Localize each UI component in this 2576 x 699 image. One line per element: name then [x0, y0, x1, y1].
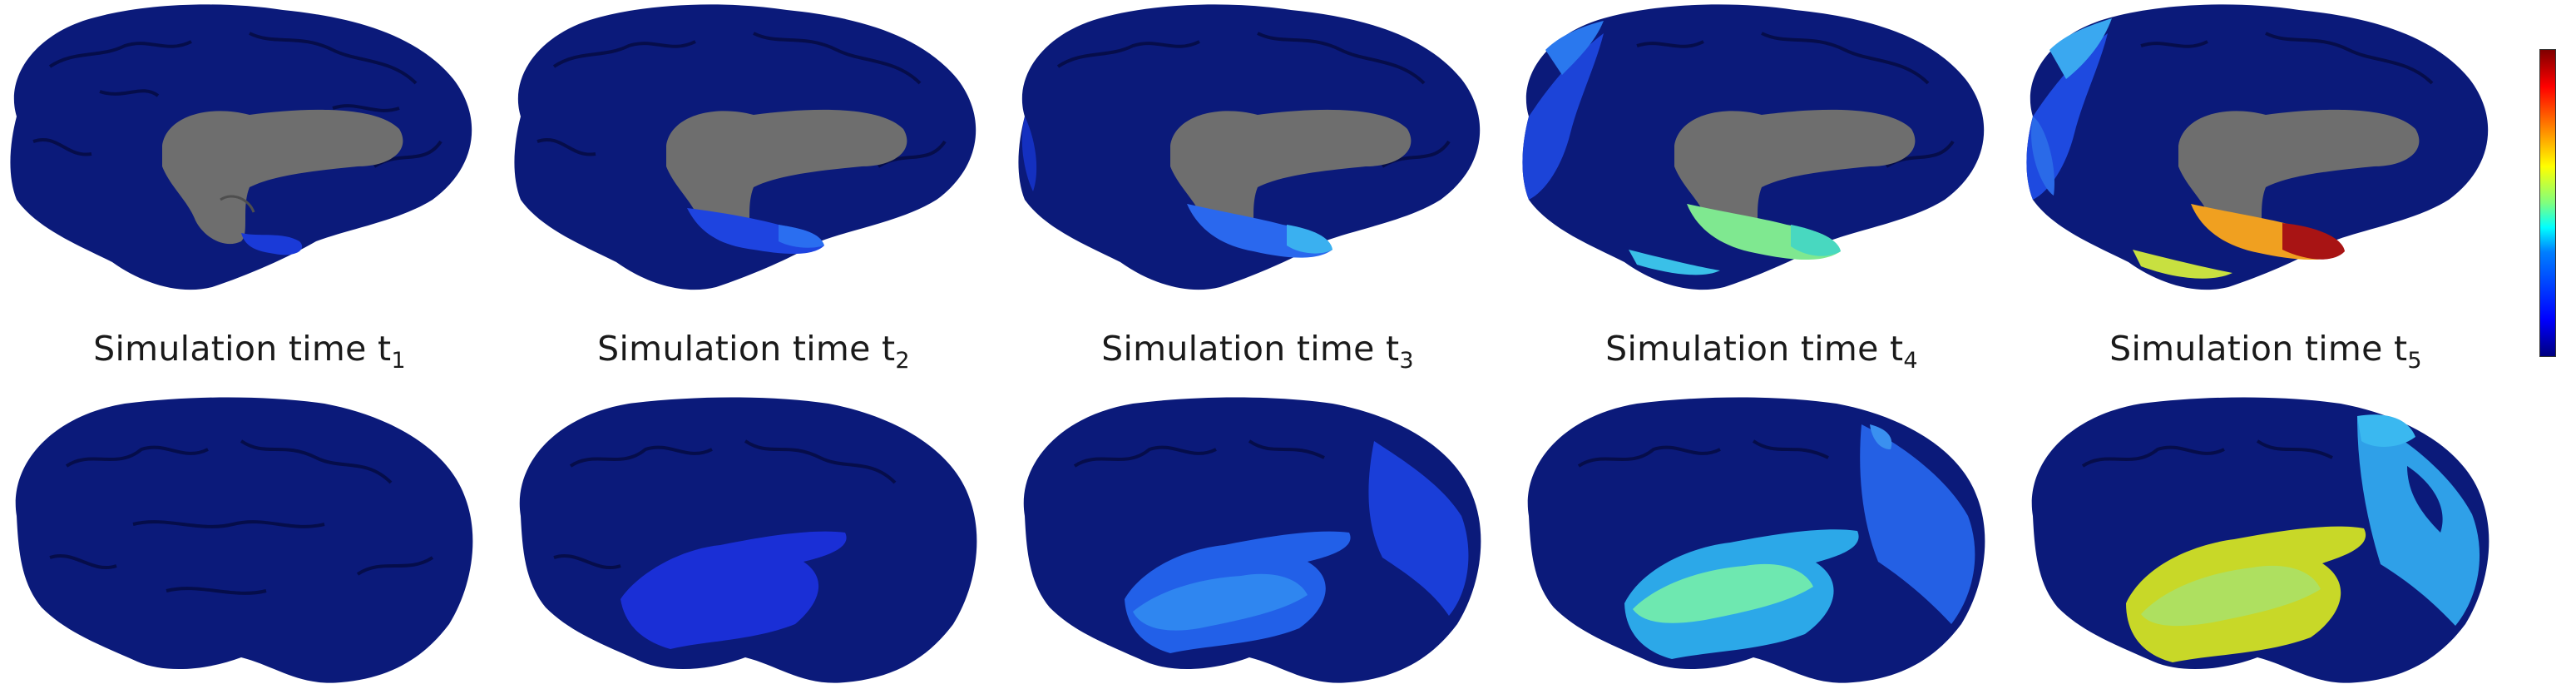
panel-label: Simulation time t2 [597, 329, 910, 374]
region-t1-highlight [241, 233, 303, 255]
panel-label: Simulation time t4 [1605, 329, 1918, 374]
panel-label: Simulation time t3 [1101, 329, 1414, 374]
lateral-brain-view [519, 397, 977, 683]
medial-brain-view [10, 4, 472, 290]
colorbar [2539, 49, 2556, 357]
panel-t4: Simulation time t4 [1512, 0, 2011, 683]
medial-brain-view [2026, 4, 2489, 290]
panel-t3: Simulation time t3 [1008, 0, 1507, 683]
panel-label: Simulation time t1 [93, 329, 406, 374]
lateral-brain-view [1527, 397, 1985, 683]
lateral-brain-view [1023, 397, 1481, 683]
panel-t5: Simulation time t5 [2016, 0, 2515, 683]
medial-brain-view [1018, 4, 1481, 290]
panel-label: Simulation time t5 [2109, 329, 2422, 374]
lateral-brain-view [2031, 397, 2489, 683]
medial-brain-view [1522, 4, 1985, 290]
panel-t2: Simulation time t2 [504, 0, 1003, 683]
medial-brain-view [514, 4, 977, 290]
lateral-brain-view [15, 397, 473, 683]
panel-t1: Simulation time t1 [0, 0, 499, 683]
